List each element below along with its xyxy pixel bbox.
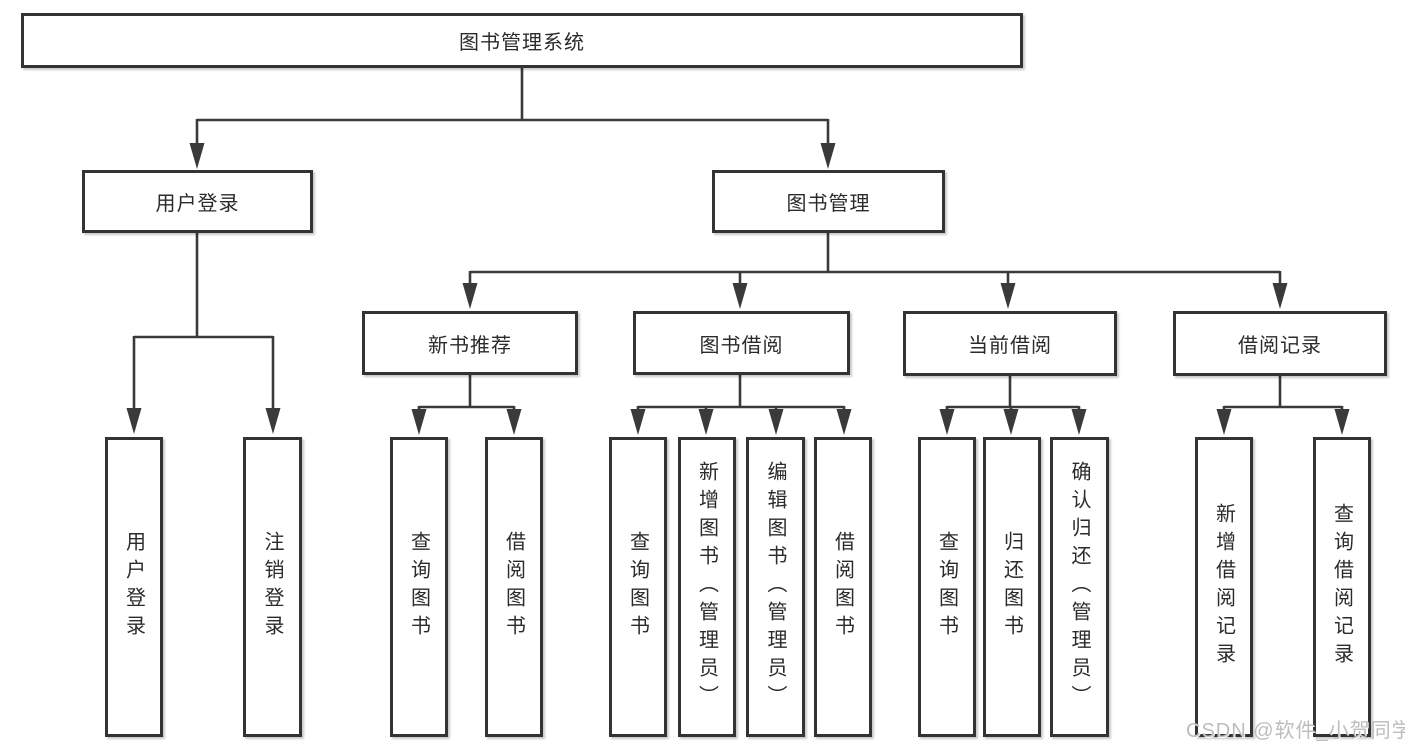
node-borrow-records: 借阅记录 bbox=[1173, 311, 1387, 376]
leaf-query-borrow-record: 查询借阅记录 bbox=[1313, 437, 1371, 737]
edge-arrow-cb-confirm-head bbox=[1071, 409, 1087, 435]
edge-arrow-br-query-head bbox=[1334, 409, 1350, 435]
leaf-query-books-current: 查询图书 bbox=[918, 437, 976, 737]
edge-arrow-nb-borrow-head bbox=[506, 409, 522, 435]
leaf-return-book: 归还图书 bbox=[983, 437, 1041, 737]
edge-arrow-borrowrecords-head bbox=[1272, 283, 1288, 309]
node-root: 图书管理系统 bbox=[21, 13, 1023, 68]
leaf-query-books-recommend: 查询图书 bbox=[390, 437, 448, 737]
leaf-logout: 注销登录 bbox=[243, 437, 302, 737]
leaf-confirm-return-admin: 确认归还（管理员） bbox=[1050, 437, 1109, 737]
leaf-edit-book-admin: 编辑图书（管理员） bbox=[746, 437, 805, 737]
edge-arrow-leaf-login-head bbox=[126, 408, 142, 434]
edge-arrow-bb-edit-head bbox=[768, 409, 784, 435]
edge-arrow-br-add-head bbox=[1216, 409, 1232, 435]
leaf-borrow-books-recommend: 借阅图书 bbox=[485, 437, 543, 737]
node-current-borrow: 当前借阅 bbox=[903, 311, 1117, 376]
edge-arrow-newbook-head bbox=[462, 283, 478, 309]
edge-arrow-cb-query-head bbox=[939, 409, 955, 435]
leaf-add-borrow-record: 新增借阅记录 bbox=[1195, 437, 1253, 737]
node-book-management: 图书管理 bbox=[712, 170, 945, 233]
node-new-book-recommend: 新书推荐 bbox=[362, 311, 578, 375]
edge-arrow-bb-query-head bbox=[630, 409, 646, 435]
edge-arrow-bb-add-head bbox=[698, 409, 714, 435]
leaf-user-login: 用户登录 bbox=[105, 437, 163, 737]
edge-arrow-currentborrow-head bbox=[1000, 283, 1016, 309]
edge-arrow-leaf-logout-head bbox=[265, 408, 281, 434]
csdn-watermark: CSDN @软件_小贺同学 bbox=[1186, 720, 1405, 742]
node-book-borrow: 图书借阅 bbox=[633, 311, 850, 375]
edge-arrow-book-mgmt-head bbox=[820, 143, 836, 169]
leaf-query-books-borrow: 查询图书 bbox=[609, 437, 667, 737]
edge-arrow-nb-query-head bbox=[411, 409, 427, 435]
edge-arrow-bookborrow-head bbox=[732, 283, 748, 309]
node-user-login: 用户登录 bbox=[82, 170, 313, 233]
leaf-borrow-books: 借阅图书 bbox=[814, 437, 872, 737]
edge-arrow-cb-return-head bbox=[1003, 409, 1019, 435]
edge-arrow-user-login-head bbox=[189, 143, 205, 169]
leaf-add-book-admin: 新增图书（管理员） bbox=[678, 437, 736, 737]
edge-arrow-bb-borrow-head bbox=[836, 409, 852, 435]
